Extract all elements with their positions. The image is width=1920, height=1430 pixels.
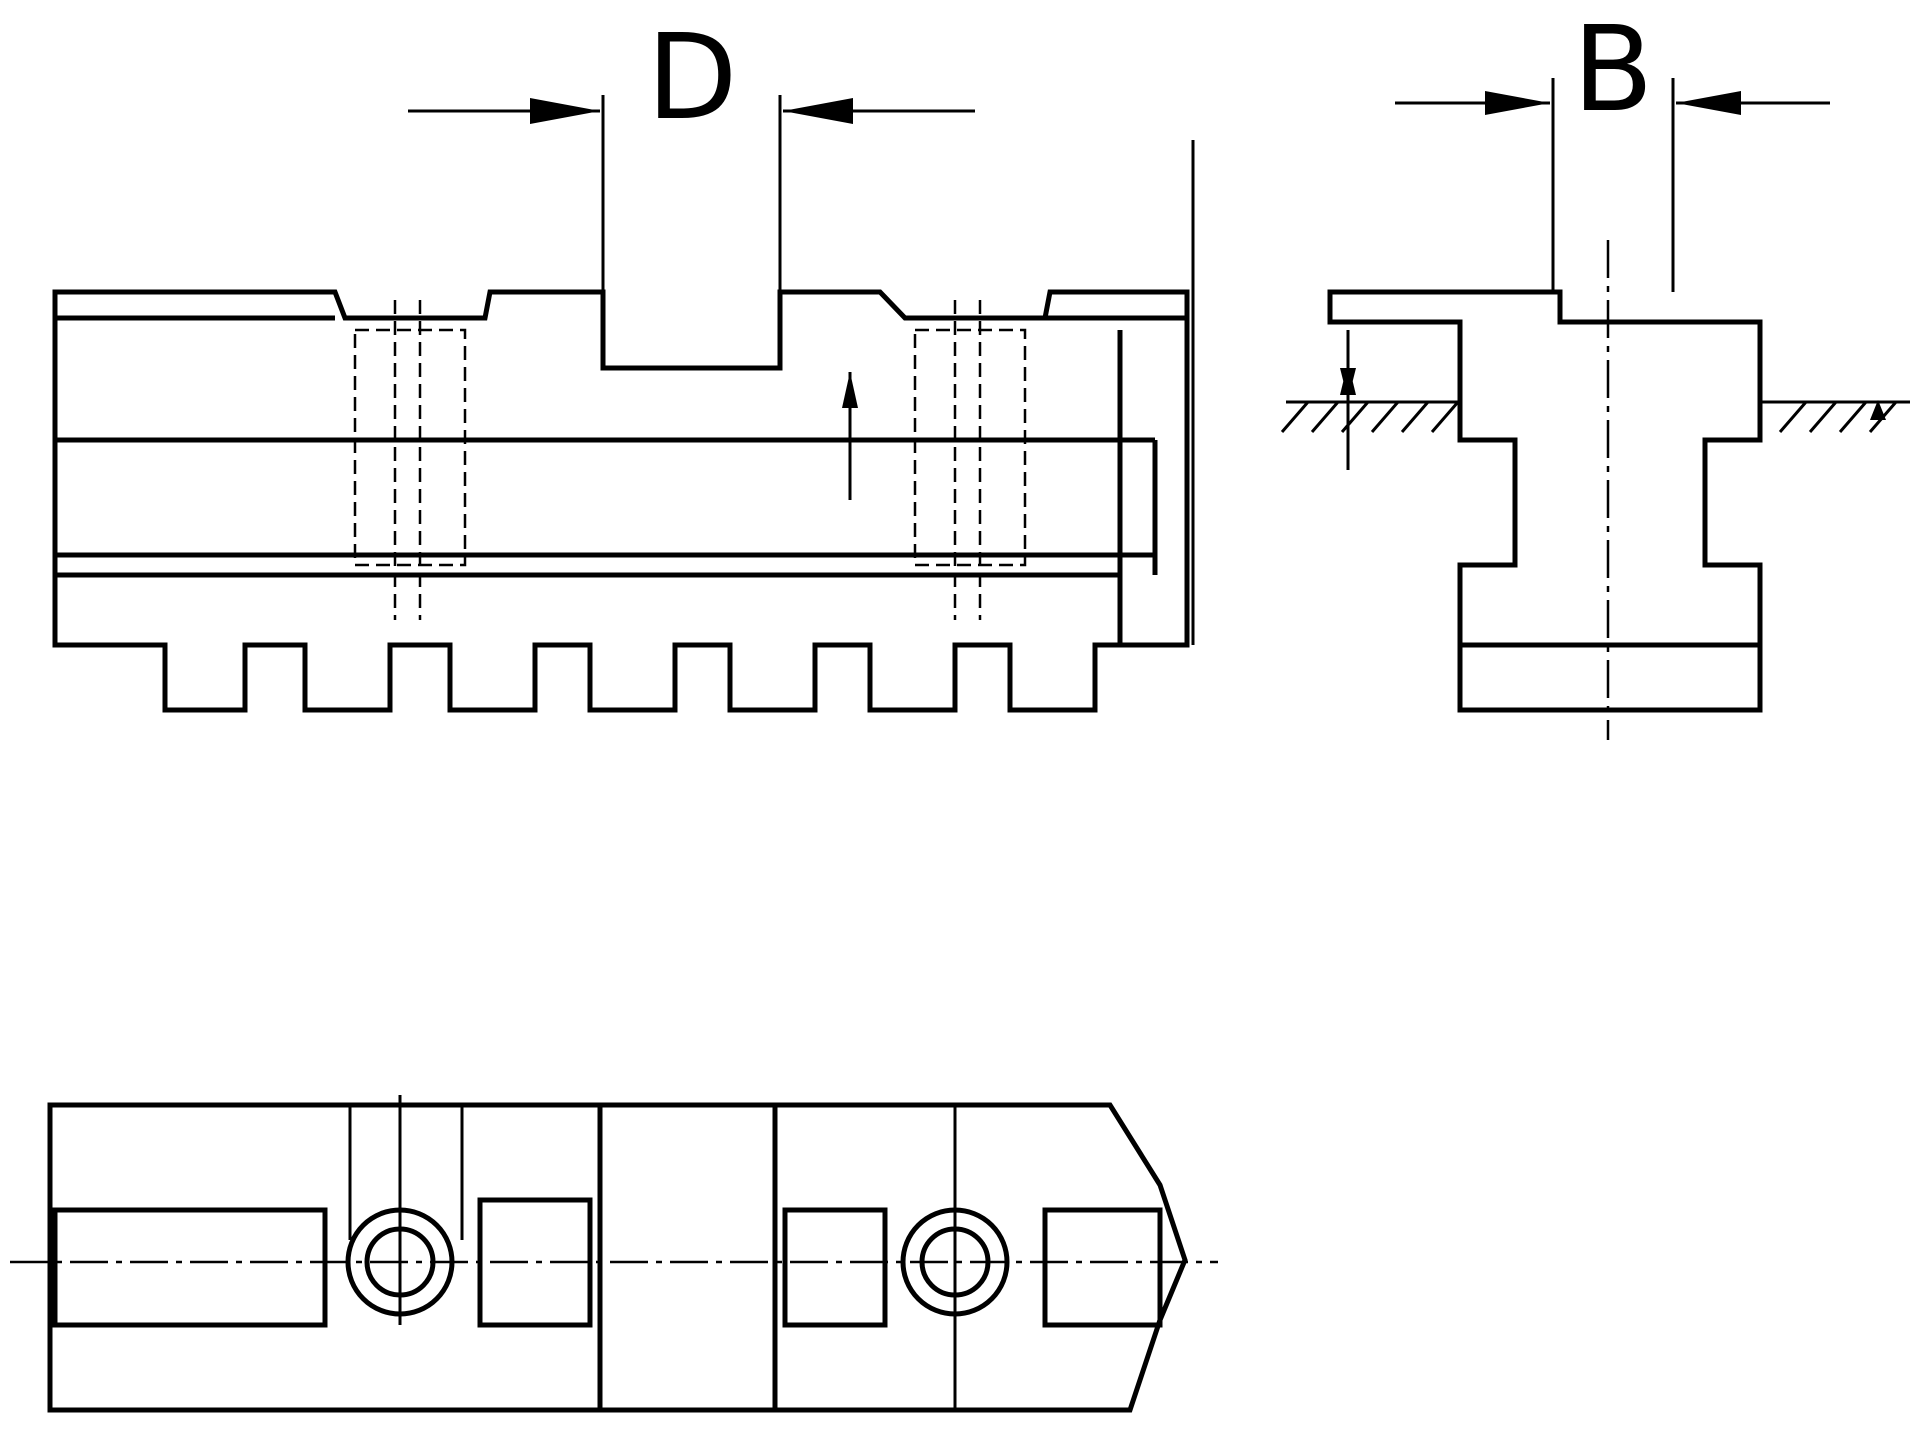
dimension-b-label: B — [1573, 0, 1654, 138]
front-view-hidden-hole-right — [913, 328, 1027, 567]
dimension-b-arrow-right — [1676, 91, 1741, 115]
top-view-outline — [47, 1102, 1188, 1413]
front-view: D — [52, 8, 1195, 713]
dimension-d-arrow-left — [530, 98, 600, 124]
top-view-slot-right — [1042, 1207, 1163, 1328]
dimension-d-arrow-right — [783, 98, 853, 124]
side-view-hatching — [1280, 400, 1910, 433]
top-view-slot-left — [52, 1207, 328, 1328]
dimension-b-arrow-left — [1485, 91, 1550, 115]
side-view-height-arrow-down — [1340, 368, 1356, 400]
side-view-right-arrow — [1870, 400, 1886, 420]
side-view: B — [1280, 0, 1910, 740]
dimension-d-label: D — [647, 8, 738, 146]
front-view-height-arrow — [842, 372, 858, 408]
top-view — [10, 1095, 1218, 1413]
top-view-slot-mid-right — [782, 1207, 888, 1328]
front-view-outline — [52, 289, 1190, 713]
front-view-hidden-hole-left — [353, 328, 467, 567]
